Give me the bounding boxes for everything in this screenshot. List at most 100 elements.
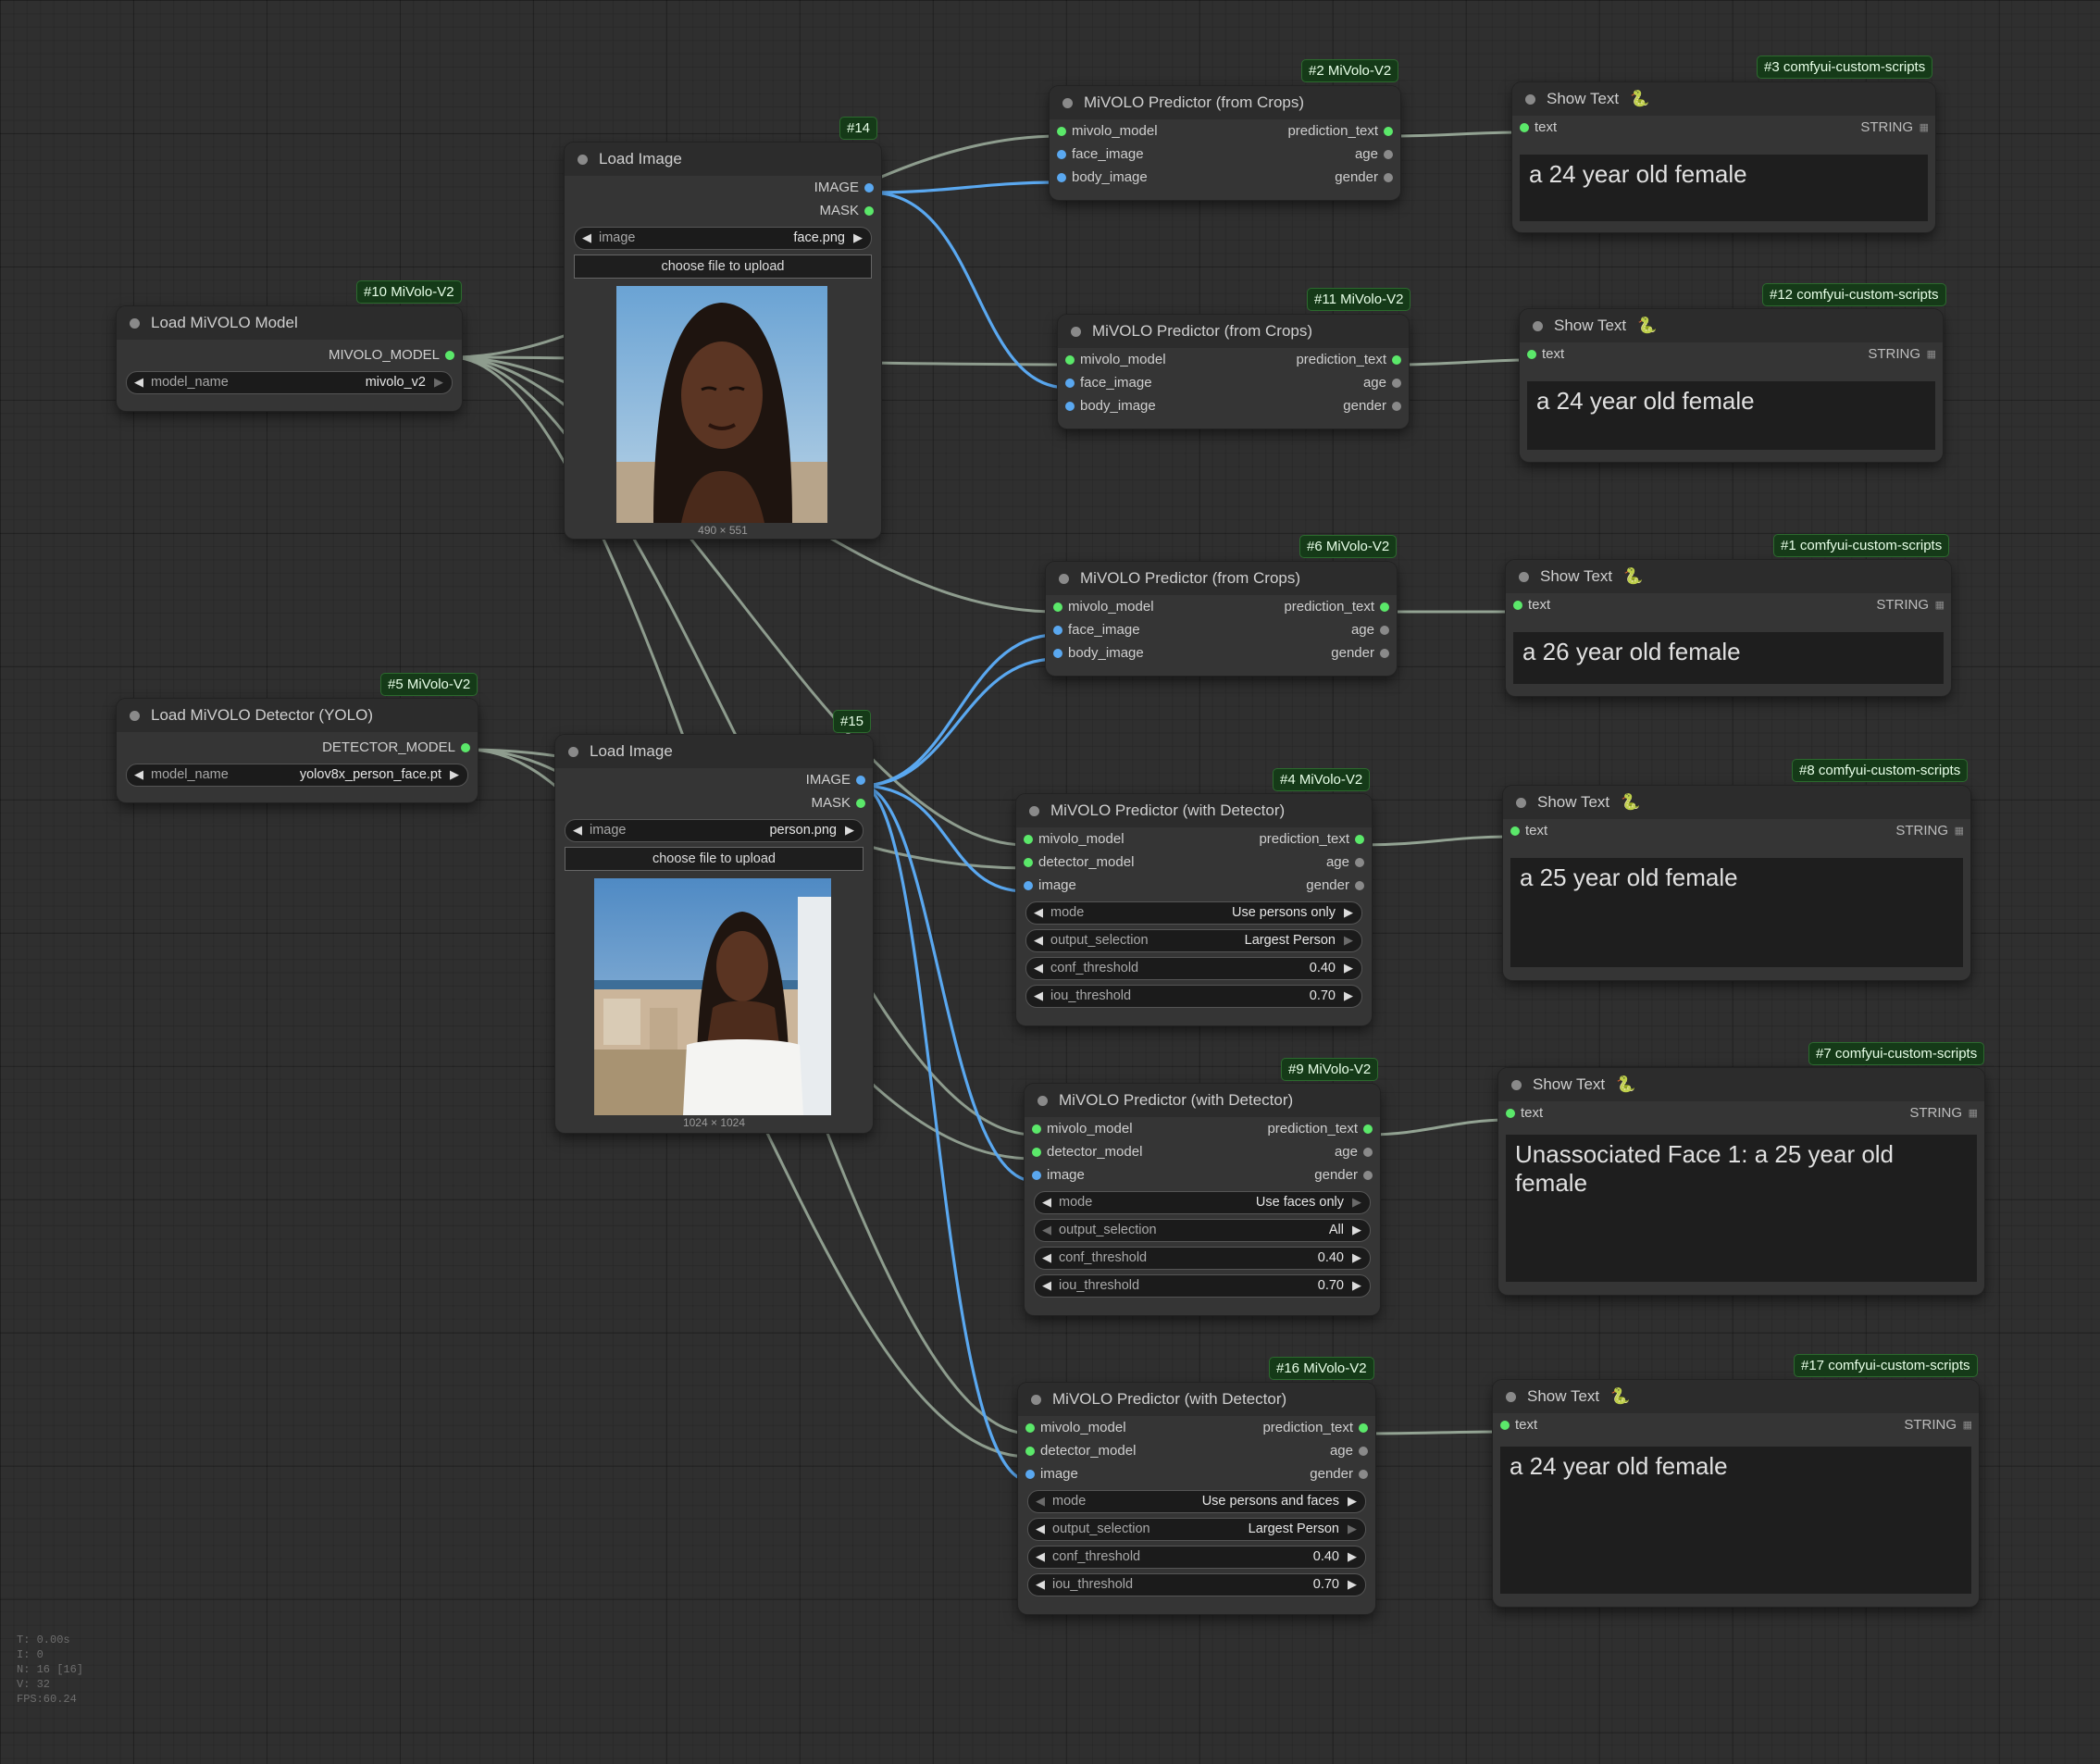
node-header[interactable]: MiVOLO Predictor (with Detector) [1025, 1084, 1380, 1117]
collapse-dot-icon[interactable] [1029, 805, 1039, 816]
output-dot-icon[interactable] [1355, 881, 1364, 890]
node-header[interactable]: Load Image [565, 143, 881, 176]
arrow-right-icon[interactable]: ▶ [1352, 1250, 1361, 1264]
output-image[interactable]: IMAGE [565, 176, 881, 199]
input-dot-icon[interactable] [1527, 350, 1536, 359]
load-mivolo-model-node[interactable]: Load MiVOLO Model MIVOLO_MODEL ◀model_na… [117, 306, 462, 411]
arrow-left-icon[interactable]: ◀ [573, 823, 582, 837]
input-dot-icon[interactable] [1024, 881, 1033, 890]
arrow-right-icon[interactable]: ▶ [1348, 1577, 1357, 1591]
text-output-box[interactable]: a 25 year old female [1510, 858, 1963, 967]
arrow-left-icon[interactable]: ◀ [1042, 1195, 1051, 1209]
input-dot-icon[interactable] [1065, 355, 1075, 365]
collapse-dot-icon[interactable] [1071, 326, 1081, 337]
collapse-dot-icon[interactable] [1519, 571, 1529, 582]
node-header[interactable]: MiVOLO Predictor (with Detector) [1016, 794, 1372, 827]
input-dot-icon[interactable] [1053, 602, 1062, 612]
node-header[interactable]: Show Text🐍 [1493, 1380, 1979, 1413]
arrow-right-icon[interactable]: ▶ [1352, 1278, 1361, 1292]
output-dot-icon[interactable] [1392, 355, 1401, 365]
output-mask[interactable]: MASK [565, 199, 881, 222]
arrow-right-icon[interactable]: ▶ [1352, 1223, 1361, 1236]
input-dot-icon[interactable] [1024, 835, 1033, 844]
arrow-right-icon[interactable]: ▶ [845, 823, 854, 837]
output-dot-icon[interactable] [1384, 150, 1393, 159]
input-dot-icon[interactable] [1520, 123, 1529, 132]
mivolo-predictor-detector-node-4[interactable]: MiVOLO Predictor (with Detector) mivolo_… [1016, 794, 1372, 1025]
collapse-dot-icon[interactable] [578, 154, 588, 165]
collapse-dot-icon[interactable] [1506, 1391, 1516, 1402]
input-dot-icon[interactable] [1025, 1423, 1035, 1433]
arrow-left-icon[interactable]: ◀ [134, 375, 143, 389]
collapse-dot-icon[interactable] [130, 317, 140, 329]
arrow-left-icon[interactable]: ◀ [1036, 1577, 1045, 1591]
input-dot-icon[interactable] [1057, 127, 1066, 136]
arrow-left-icon[interactable]: ◀ [1034, 905, 1043, 919]
collapse-dot-icon[interactable] [1059, 573, 1069, 584]
upload-button[interactable]: choose file to upload [565, 847, 864, 871]
input-dot-icon[interactable] [1053, 649, 1062, 658]
output-dot-icon[interactable] [1359, 1470, 1368, 1479]
output-dot-icon[interactable] [864, 206, 874, 216]
input-dot-icon[interactable] [1057, 150, 1066, 159]
input-dot-icon[interactable] [1506, 1109, 1515, 1118]
load-mivolo-detector-node[interactable]: Load MiVOLO Detector (YOLO) DETECTOR_MOD… [117, 699, 478, 802]
node-header[interactable]: Show Text🐍 [1498, 1068, 1984, 1101]
arrow-right-icon[interactable]: ▶ [1344, 961, 1353, 975]
node-header[interactable]: Show Text🐍 [1506, 560, 1951, 593]
output-image[interactable]: IMAGE [555, 768, 873, 791]
node-header[interactable]: Load MiVOLO Detector (YOLO) [117, 699, 478, 732]
output-dot-icon[interactable] [1355, 858, 1364, 867]
node-header[interactable]: Load MiVOLO Model [117, 306, 462, 340]
arrow-right-icon[interactable]: ▶ [1344, 933, 1353, 947]
arrow-left-icon[interactable]: ◀ [1034, 988, 1043, 1002]
mivolo-predictor-crops-node-11[interactable]: MiVOLO Predictor (from Crops) mivolo_mod… [1058, 315, 1409, 429]
input-dot-icon[interactable] [1065, 379, 1075, 388]
collapse-dot-icon[interactable] [1062, 97, 1073, 108]
upload-button[interactable]: choose file to upload [574, 255, 872, 279]
collapse-dot-icon[interactable] [1031, 1394, 1041, 1405]
collapse-dot-icon[interactable] [1533, 320, 1543, 331]
arrow-left-icon[interactable]: ◀ [134, 767, 143, 781]
mivolo-predictor-detector-node-16[interactable]: MiVOLO Predictor (with Detector) mivolo_… [1018, 1383, 1375, 1614]
input-dot-icon[interactable] [1510, 826, 1520, 836]
collapse-dot-icon[interactable] [1525, 93, 1535, 105]
collapse-dot-icon[interactable] [1038, 1095, 1048, 1106]
text-output-box[interactable]: a 24 year old female [1500, 1447, 1971, 1594]
output-dot-icon[interactable] [1384, 127, 1393, 136]
node-header[interactable]: MiVOLO Predictor (from Crops) [1058, 315, 1409, 348]
arrow-left-icon[interactable]: ◀ [582, 230, 591, 244]
arrow-right-icon[interactable]: ▶ [1348, 1549, 1357, 1563]
output-dot-icon[interactable] [1384, 173, 1393, 182]
arrow-right-icon[interactable]: ▶ [1352, 1195, 1361, 1209]
node-header[interactable]: Show Text🐍 [1520, 309, 1943, 342]
